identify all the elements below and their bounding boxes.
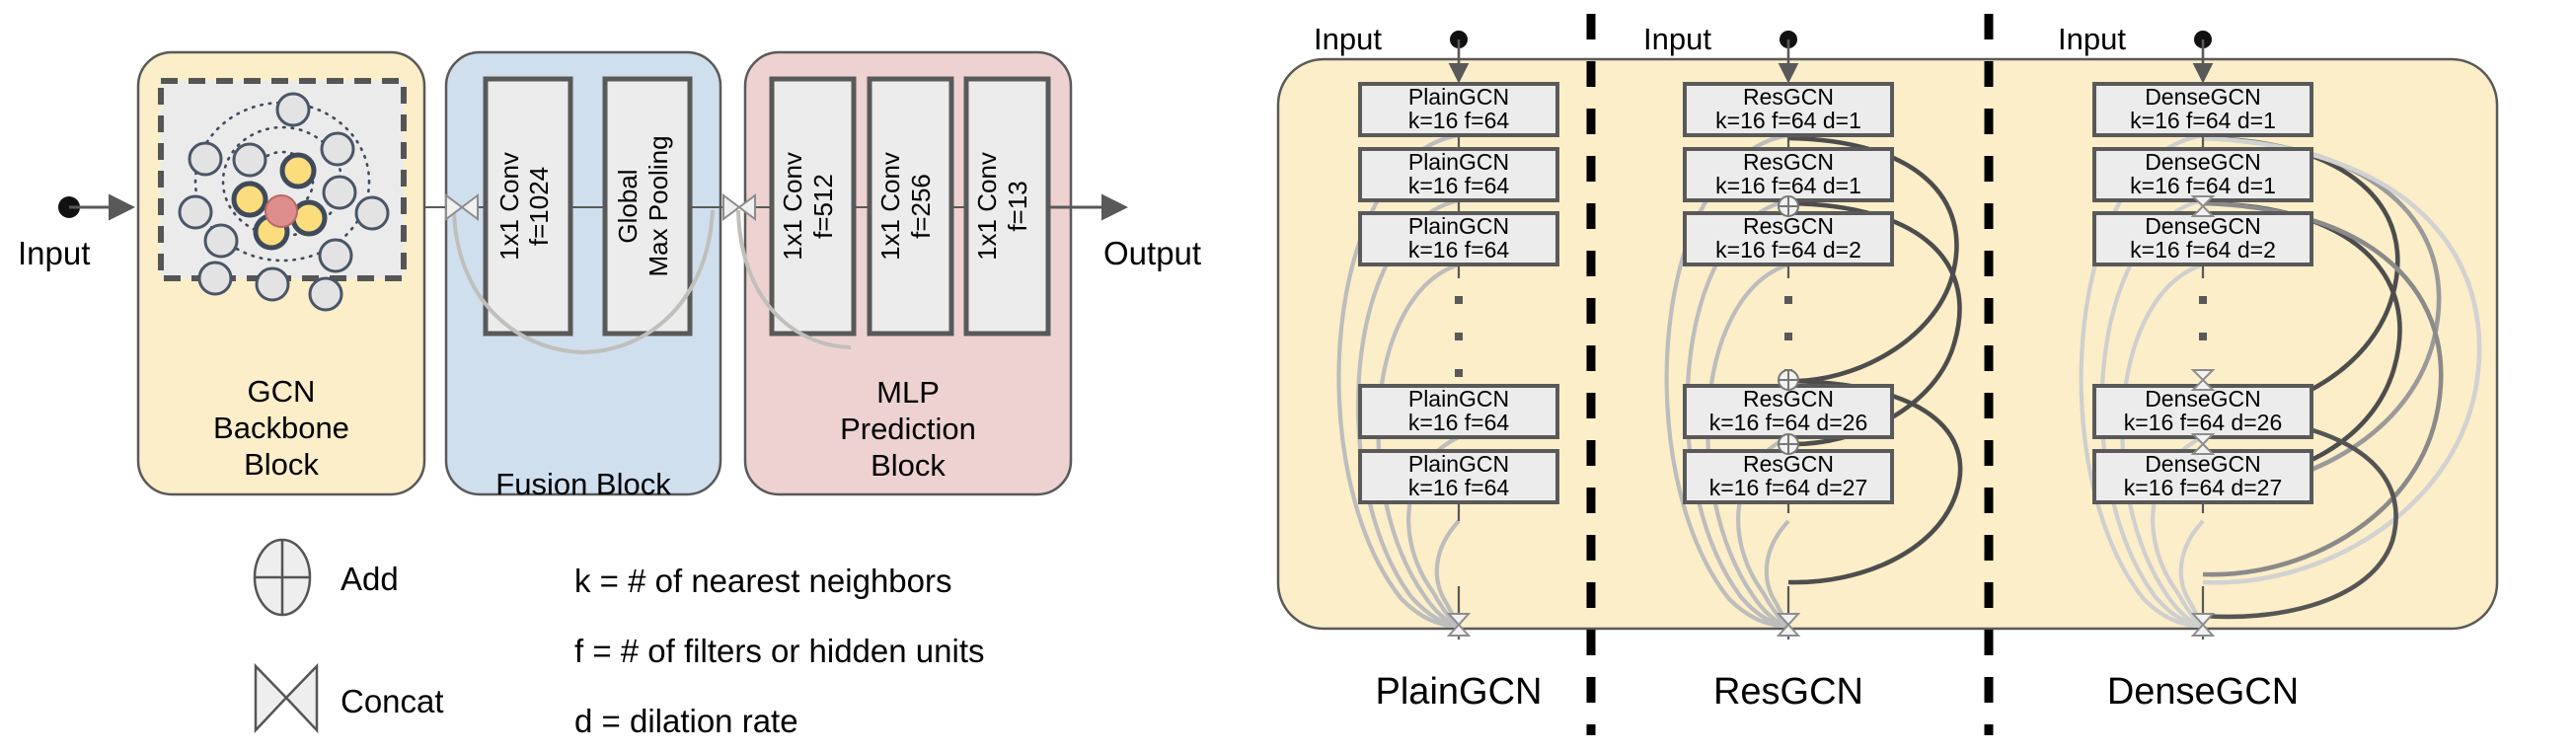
legend-add-icon [253, 538, 312, 617]
resgcn-block-2 [1683, 211, 1894, 266]
densegcn-block-1-line2: k=16 f=64 d=1 [2130, 173, 2276, 198]
resgcn-block-1-line2: k=16 f=64 d=1 [1715, 173, 1861, 198]
densegcn-block-2-line2: k=16 f=64 d=2 [2130, 237, 2276, 263]
resgcn-block-0 [1683, 82, 1894, 137]
plaingcn-block-1-line2: k=16 f=64 [1408, 173, 1510, 198]
gcn-center-node [265, 194, 298, 228]
plaingcn-caption: PlainGCN [1376, 671, 1543, 713]
mlp-layer-2-line2: f=13 [1003, 181, 1032, 231]
gcn-neighbor-nodes [178, 92, 390, 312]
gcn-backbone-title-line3: Block [244, 447, 319, 482]
plaingcn-block-3 [1358, 384, 1559, 439]
densegcn-input-label: Input [2058, 22, 2126, 56]
gcn-variants-panel [1276, 57, 2499, 631]
legend-concat-label: Concat [341, 683, 444, 719]
plaingcn-block-2 [1358, 211, 1559, 266]
legend-definition-0: k = # of nearest neighbors [574, 563, 952, 599]
plaingcn-block-1-line1: PlainGCN [1408, 149, 1509, 175]
plaingcn-block-0-line2: k=16 f=64 [1408, 108, 1510, 133]
legend-definition-1: f = # of filters or hidden units [574, 633, 984, 669]
resgcn-block-1-line1: ResGCN [1743, 149, 1834, 175]
mlp-layer-0-line2: f=512 [808, 174, 838, 239]
fusion-layer-0-line2: f=1024 [524, 167, 554, 246]
resgcn-block-3-line2: k=16 f=64 d=26 [1709, 410, 1868, 435]
mlp-layer-2 [963, 76, 1051, 337]
fusion-layer-1-line1: Global [613, 169, 643, 243]
left-input-label: Input [18, 235, 90, 271]
fusion-layer-1-line2: Max Pooling [644, 135, 673, 276]
plaingcn-block-3-line2: k=16 f=64 [1408, 410, 1510, 435]
densegcn-concat-junction-2 [2190, 433, 2216, 455]
plaingcn-block-4-line1: PlainGCN [1408, 451, 1509, 477]
mlp-layer-1-line1: 1x1 Conv [875, 152, 905, 261]
mlp-title-line3: Block [871, 448, 946, 483]
plaingcn-output-concat-icon [1446, 613, 1472, 637]
mlp-layer-2-line1: 1x1 Conv [972, 152, 1002, 261]
fusion-panel-title: Fusion Block [495, 467, 671, 501]
densegcn-block-3-line2: k=16 f=64 d=26 [2124, 410, 2283, 435]
densegcn-block-0 [2092, 82, 2313, 137]
resgcn-block-0-line1: ResGCN [1743, 84, 1834, 110]
legend-concat-icon [254, 662, 319, 734]
resgcn-caption: ResGCN [1713, 671, 1863, 713]
plaingcn-block-3-line1: PlainGCN [1408, 386, 1509, 412]
resgcn-column: Input ResGCN k=16 f=64 d=1 ResGCN k=16 f… [1643, 22, 1963, 713]
resgcn-add-junction-2 [1778, 433, 1799, 455]
mlp-layer-1 [867, 76, 954, 337]
densegcn-block-4 [2092, 449, 2313, 504]
densegcn-output-concat-icon [2190, 613, 2216, 637]
resgcn-block-4-line1: ResGCN [1743, 451, 1834, 477]
plaingcn-block-2-line2: k=16 f=64 [1408, 237, 1510, 263]
resgcn-block-2-line2: k=16 f=64 d=2 [1715, 237, 1861, 263]
left-skip-curves [452, 209, 852, 355]
mlp-title-line2: Prediction [840, 412, 976, 446]
densegcn-caption: DenseGCN [2107, 671, 2299, 713]
mlp-title-line1: MLP [876, 375, 940, 410]
densegcn-block-4-line1: DenseGCN [2145, 451, 2261, 477]
fusion-layer-0-line1: 1x1 Conv [494, 152, 524, 261]
densegcn-column: Input DenseGCN k=16 f=64 d=1 DenseGCN k=… [2058, 22, 2482, 713]
resgcn-output-concat-icon [1776, 613, 1801, 637]
mlp-layer-1-line2: f=256 [906, 174, 936, 239]
resgcn-block-2-line1: ResGCN [1743, 213, 1834, 239]
plaingcn-block-1 [1358, 147, 1559, 202]
plaingcn-input-label: Input [1314, 22, 1382, 56]
left-concat-junction-2 [722, 193, 756, 221]
densegcn-block-2-line1: DenseGCN [2145, 213, 2261, 239]
left-output-label: Output [1103, 235, 1201, 271]
plaingcn-column: Input PlainGCN k=16 f=64 PlainGCN k=16 f… [1314, 22, 1559, 713]
resgcn-input-label: Input [1643, 22, 1711, 56]
mlp-layer-0-line1: 1x1 Conv [778, 152, 807, 261]
densegcn-block-0-line1: DenseGCN [2145, 84, 2261, 110]
densegcn-block-1 [2092, 147, 2313, 202]
legend-add-label: Add [341, 561, 399, 597]
densegcn-concat-junction-0 [2190, 195, 2216, 217]
resgcn-add-junction-0 [1778, 195, 1799, 217]
plaingcn-block-4 [1358, 449, 1559, 504]
fusion-layer-0 [483, 76, 573, 337]
densegcn-block-1-line1: DenseGCN [2145, 149, 2261, 175]
densegcn-block-0-line2: k=16 f=64 d=1 [2130, 108, 2276, 133]
plaingcn-block-0 [1358, 82, 1559, 137]
mlp-layer-0 [769, 76, 857, 337]
resgcn-block-4-line2: k=16 f=64 d=27 [1709, 475, 1868, 500]
gcn-backbone-title-line2: Backbone [213, 411, 349, 445]
plaingcn-block-2-line1: PlainGCN [1408, 213, 1509, 239]
plaingcn-block-4-line2: k=16 f=64 [1408, 475, 1510, 500]
resgcn-block-0-line2: k=16 f=64 d=1 [1715, 108, 1861, 133]
left-concat-junction-1 [445, 193, 479, 221]
legend-definition-2: d = dilation rate [574, 703, 798, 739]
densegcn-concat-junction-1 [2190, 369, 2216, 391]
plaingcn-block-0-line1: PlainGCN [1408, 84, 1509, 110]
resgcn-add-junction-1 [1778, 369, 1799, 391]
gcn-backbone-title-line1: GCN [248, 374, 316, 409]
densegcn-block-4-line2: k=16 f=64 d=27 [2124, 475, 2283, 500]
